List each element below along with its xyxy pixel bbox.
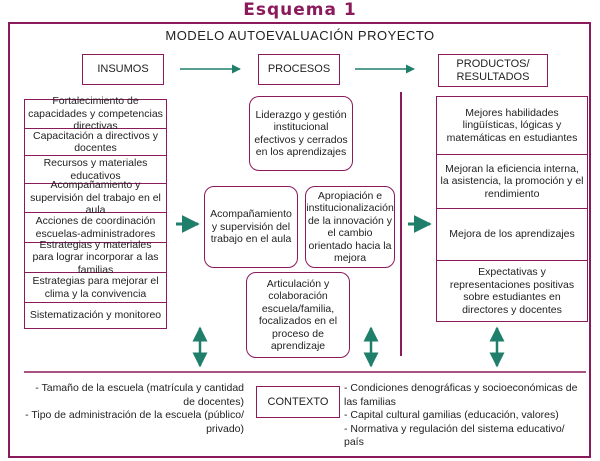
insumo-item: Recursos y materiales educativos [25,156,166,184]
insumos-list: Fortalecimiento de capacidades y compete… [24,95,167,329]
contexto-right: - Condiciones denográficas y socioeconóm… [344,382,584,450]
insumo-item: Fortalecimiento de capacidades y compete… [25,95,166,132]
contexto-left: - Tamaño de la escuela (matrícula y cant… [24,382,244,436]
contexto-right-item: - Condiciones denográficas y socioeconóm… [344,382,578,408]
proceso-acompanamiento: Acompañamiento y supervisión del trabajo… [204,186,298,268]
producto-item: Mejores habilidades lingüísticas, lógica… [437,97,587,155]
diagram-title: Esquema 1 [243,0,357,20]
outer-frame [8,22,591,458]
proceso-liderazgo: Liderazgo y gestión institucional efecti… [249,96,353,171]
contexto-right-item: - Capital cultural gamilias (educación, … [344,409,559,421]
producto-item: Mejoran la eficiencia interna, la asiste… [437,155,587,209]
contexto-right-item: - Normativa y regulación del sistema edu… [344,422,565,449]
insumo-item: Sistematización y monitoreo [29,309,162,322]
producto-item: Mejora de los aprendizajes [437,209,587,261]
insumo-item: Capacitación a directivos y docentes [25,129,166,156]
header-insumos: INSUMOS [82,54,164,85]
header-procesos: PROCESOS [258,54,340,85]
insumo-item: Acompañamiento y supervisión del trabajo… [25,179,166,216]
insumo-item: Estrategias y materiales para lograr inc… [25,239,166,276]
producto-item: Expectativas y representaciones positiva… [449,266,575,316]
insumo-item: Acciones de coordinación escuelas-admini… [25,213,166,243]
header-productos: PRODUCTOS/ RESULTADOS [438,54,548,87]
model-title: MODELO AUTOEVALUACIÓN PROYECTO [165,28,435,43]
contexto-left-item: - Tamaño de la escuela (matrícula y cant… [35,382,244,408]
productos-list: Mejores habilidades lingüísticas, lógica… [436,96,588,322]
contexto-label: CONTEXTO [256,386,340,418]
proceso-apropiacion: Apropiación e institucionalización de la… [305,186,395,268]
insumo-item: Estrategias para mejorar el clima y la c… [25,273,166,303]
proceso-articulacion: Articulación y colaboración escuela/fami… [246,272,350,358]
contexto-left-item: - Tipo de administración de la escuela (… [25,409,244,435]
